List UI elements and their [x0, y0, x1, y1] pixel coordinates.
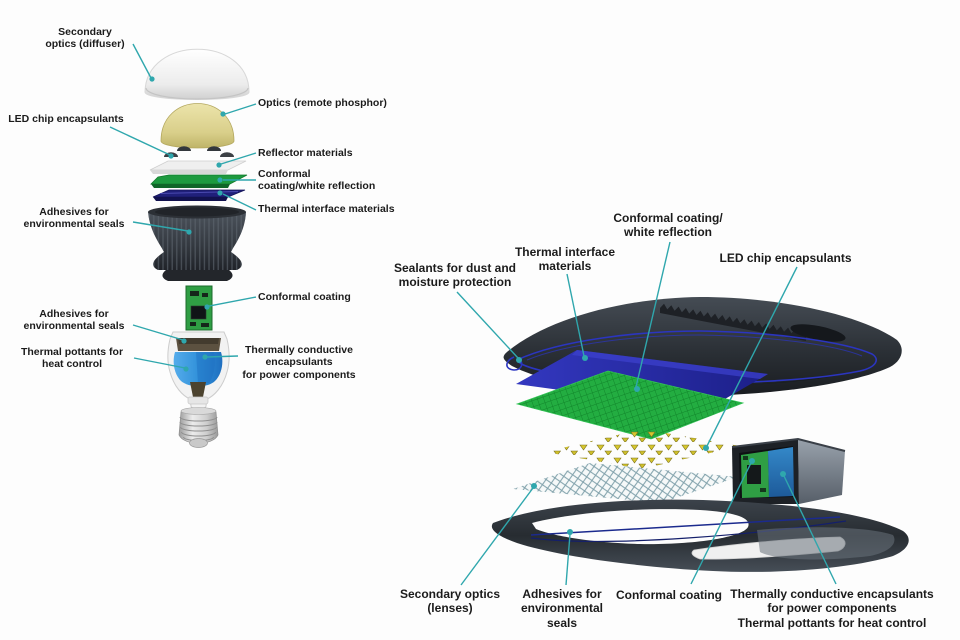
reflector-plate: [149, 160, 247, 174]
label-secondary-optics-lenses: Secondary optics (lenses): [399, 587, 501, 616]
screw-base: [178, 407, 219, 448]
lens-array: [513, 463, 738, 503]
label-conformal-white-right: Conformal coating/ white reflection: [613, 211, 723, 240]
label-conformal-coating-white-reflection: Conformal coating/white reflection: [258, 168, 376, 193]
led-bulb-figure: [144, 48, 250, 448]
label-optics-remote-phosphor: Optics (remote phosphor): [258, 97, 387, 109]
label-adhesives-environmental-seals-top: Adhesives for environmental seals: [23, 206, 125, 231]
label-conformal-coating-bulb: Conformal coating: [258, 291, 351, 303]
label-adhesives-environmental-seals-bottom: Adhesives for environmental seals: [23, 308, 125, 333]
label-thermal-pottants-right: Thermal pottants for heat control: [737, 616, 927, 630]
leader-lines: [109, 43, 837, 586]
bottom-housing: [491, 499, 909, 572]
sealant-bead: [506, 356, 523, 371]
led-streetlight-figure: [491, 297, 909, 572]
label-thermally-conductive-right: Thermally conductive encapsulants for po…: [730, 587, 934, 616]
heat-sink: [148, 205, 246, 281]
label-sealants-dust-moisture: Sealants for dust and moisture protectio…: [393, 261, 517, 290]
label-led-chip-right: LED chip encapsulants: [719, 251, 852, 265]
remote-phosphor-dome: [160, 103, 235, 149]
white-reflection-plate: [150, 174, 248, 188]
driver-pcb: [185, 285, 213, 331]
label-thermally-conductive-encapsulants: Thermally conductive encapsulants for po…: [242, 344, 356, 381]
reflector-chips: [164, 146, 234, 157]
adhesive-seal-line: [530, 516, 841, 536]
label-adhesives-right: Adhesives for environmental seals: [520, 587, 604, 630]
driver-housing: [167, 331, 230, 410]
label-thermal-interface-right: Thermal interface materials: [514, 245, 616, 274]
leader-dots: [149, 76, 786, 535]
diffuser-dome: [144, 48, 250, 100]
driver-box: [731, 437, 846, 504]
label-thermal-pottants: Thermal pottants for heat control: [20, 346, 124, 371]
label-led-chip-encapsulants: LED chip encapsulants: [8, 113, 124, 125]
thermal-interface-plate: [152, 189, 246, 201]
label-secondary-optics-diffuser: Secondary optics (diffuser): [45, 26, 125, 51]
heat-fins: [660, 303, 806, 341]
led-pcb-grid: [515, 370, 745, 440]
label-thermal-interface-materials: Thermal interface materials: [258, 203, 395, 215]
led-chip-array: [545, 429, 740, 469]
label-conformal-coating-right: Conformal coating: [615, 588, 722, 602]
label-reflector-materials: Reflector materials: [258, 147, 353, 159]
